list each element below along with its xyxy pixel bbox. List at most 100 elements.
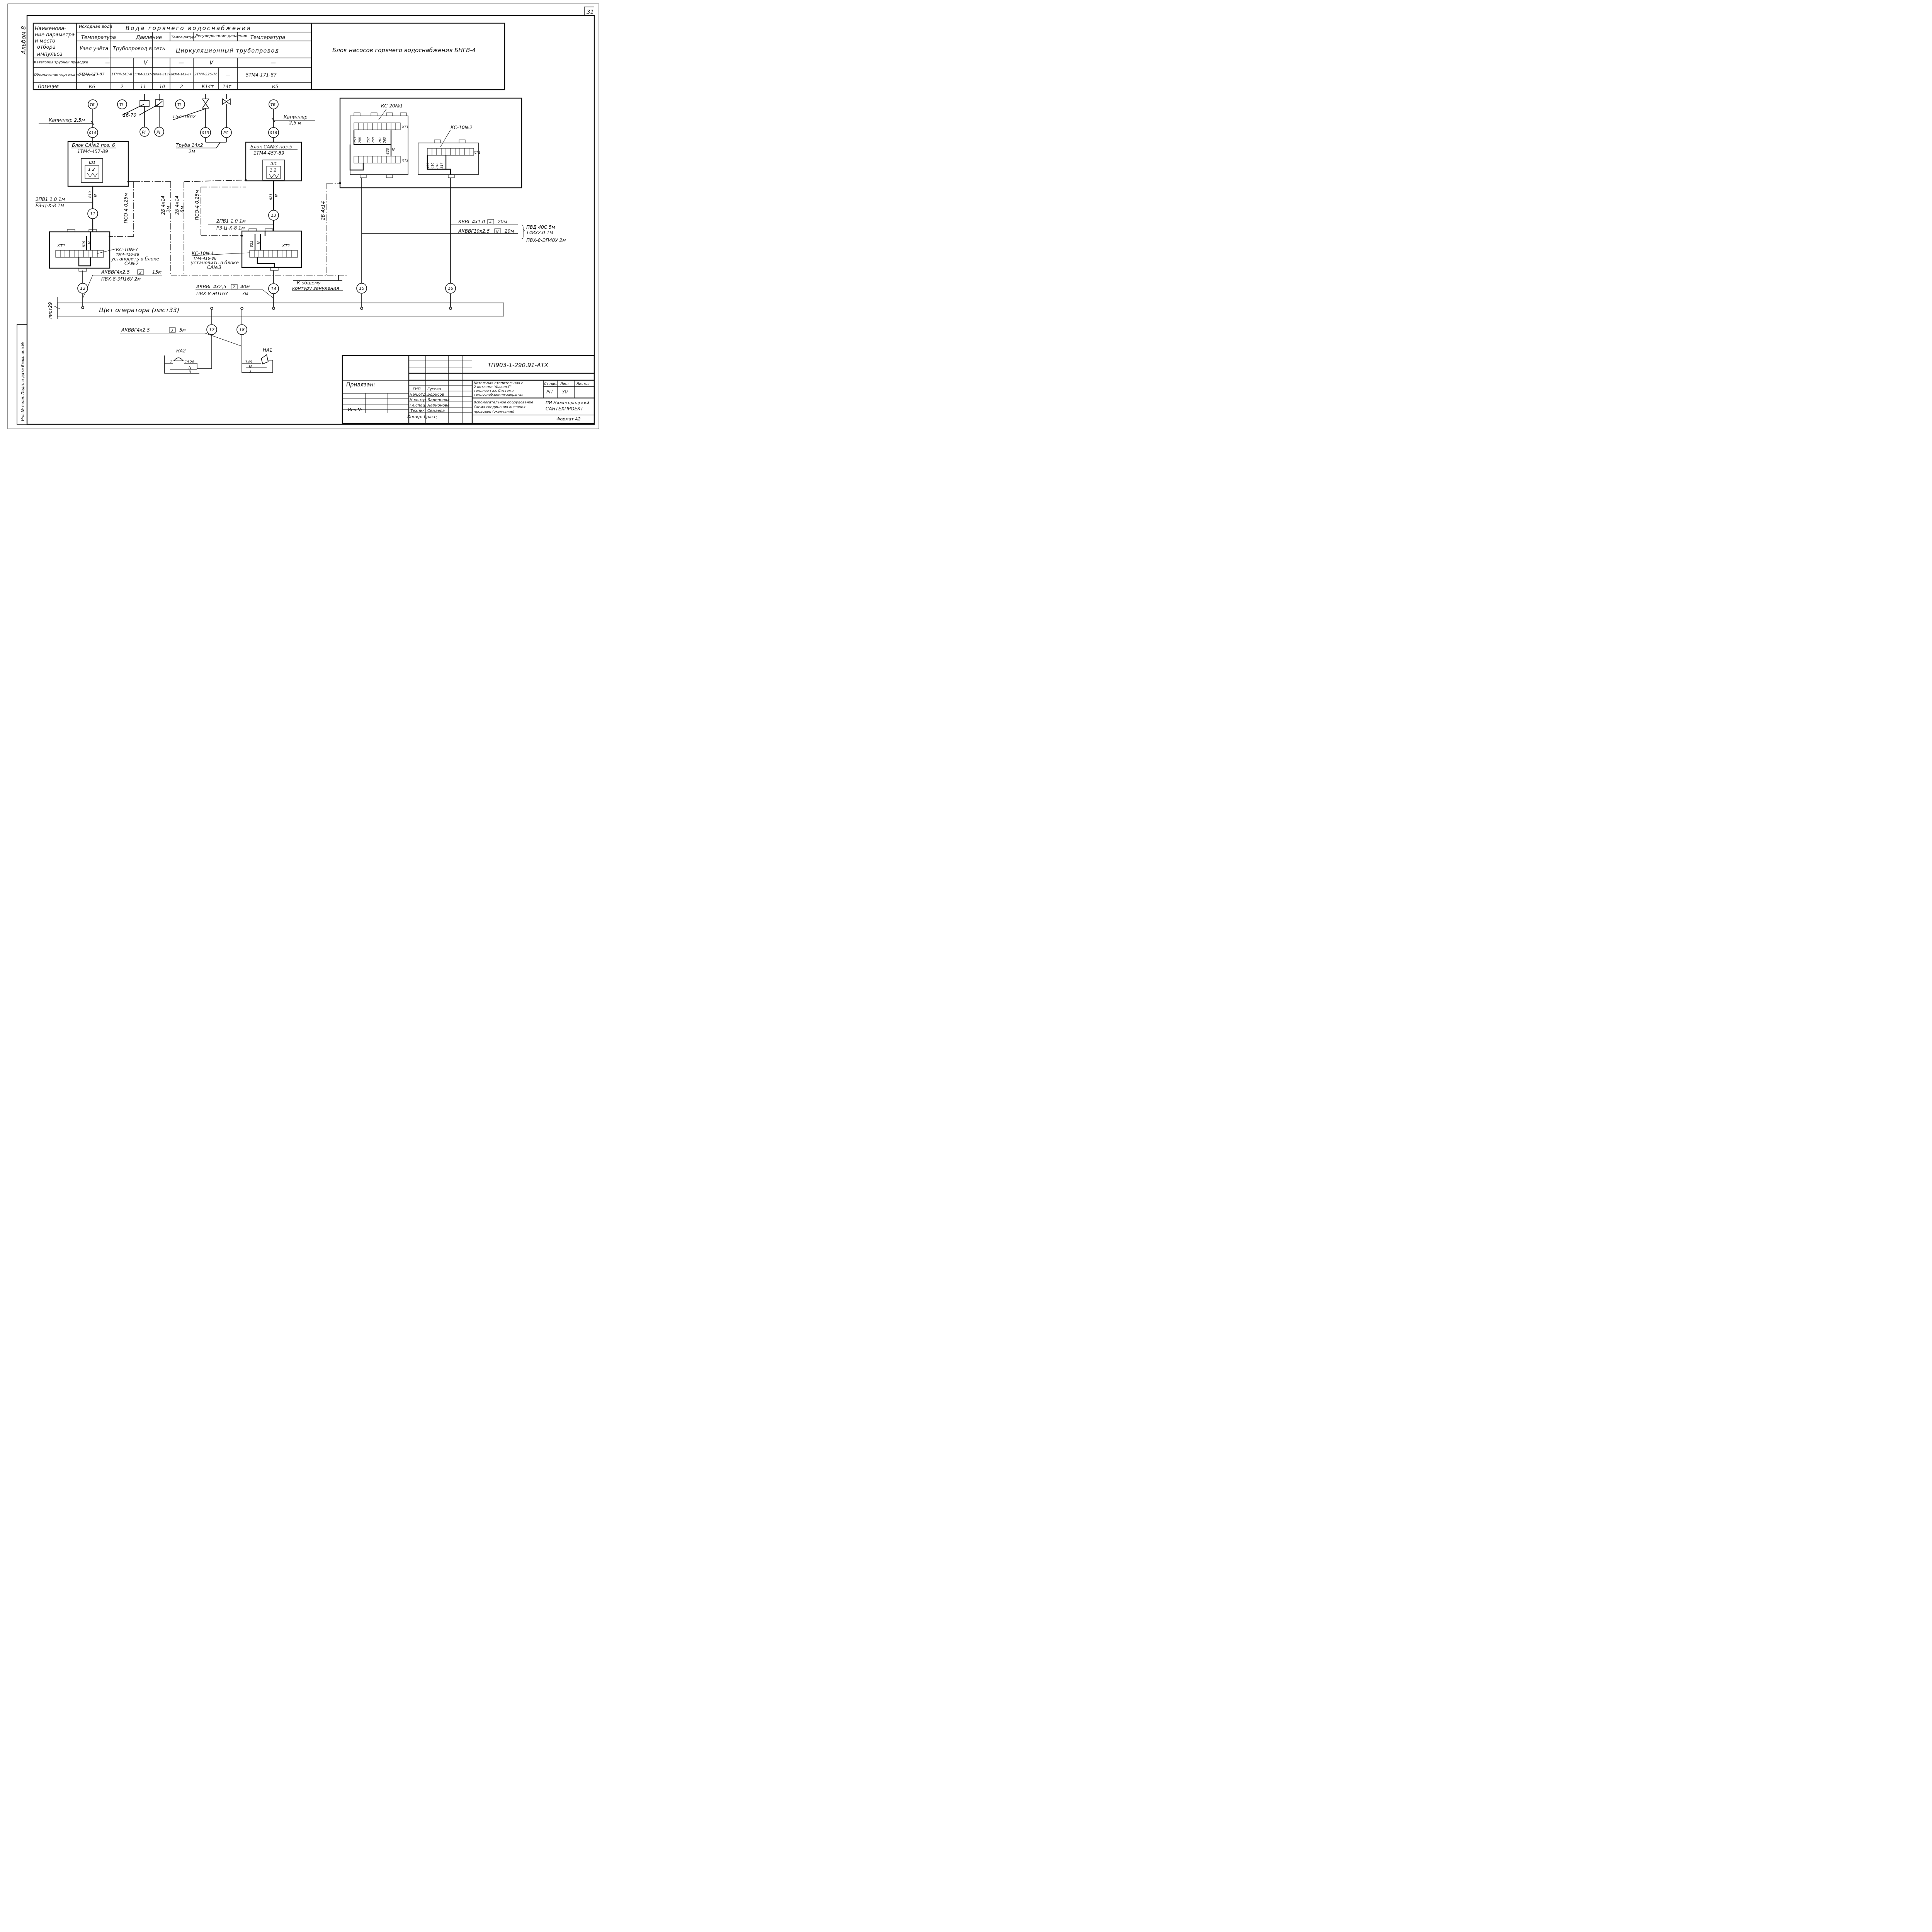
capillary-1: Капилляр 2,5м [49, 117, 85, 123]
te-2-label: TE [270, 103, 276, 107]
drawing-2: 1ТМ4-143-87 [111, 73, 134, 77]
drawing-4: 2ТК4-3137-70 [153, 73, 175, 76]
desc1-c: топливо-газ. Система [474, 389, 514, 393]
wire-755: 755 [358, 137, 362, 143]
ks-10-n3-box [49, 231, 111, 269]
wire-409: 409 [426, 163, 430, 168]
te-sensor-2 [269, 99, 279, 109]
cable-akvvg14-b: 40м [240, 284, 250, 289]
outer-border [7, 3, 599, 429]
inv-label: Инв.№ [348, 407, 362, 412]
node-013-label: 013 [202, 131, 209, 135]
cable-26-2a: 2Б 4х14 [174, 196, 180, 215]
cable-3-box [169, 327, 176, 333]
ti-gauge-2 [175, 99, 185, 109]
pos-3: 11 [140, 84, 146, 89]
cable-26-3: 2Б 4х14 [320, 201, 326, 220]
sheets-header: Листов [576, 382, 590, 386]
ks-10-n3-d: СА№2 [124, 261, 139, 266]
node-013 [200, 127, 211, 138]
node-17-label: 17 [209, 327, 214, 332]
wire-n5: N [392, 148, 395, 152]
transmitter-11 [139, 100, 150, 107]
drawing-6: 2ТМ4-226-76 [194, 73, 218, 77]
wire-821: 821 [269, 194, 273, 200]
bound-label: Привязан: [346, 382, 375, 388]
cable-2-box-b [231, 284, 238, 289]
org-b: САНТЕХПРОЕКТ [546, 406, 584, 412]
drawing-7: — [226, 72, 230, 78]
wire-n2: N [274, 194, 279, 197]
node-11-label: 11 [90, 211, 95, 216]
node-014-label: 014 [89, 131, 96, 135]
drawing-5: 1ТМ4-143-87 [171, 73, 192, 76]
terminal-strip-ks20-top [354, 122, 401, 130]
bell-icon [173, 357, 184, 361]
terminal-strip-ks10n2 [427, 148, 474, 156]
name-4: Ларионова [427, 403, 449, 408]
wire-817: 817 [440, 162, 444, 168]
category-label: Категория трубной проводки [34, 61, 88, 65]
terminal-strip-ks20-bottom [354, 156, 401, 163]
node-12-label: 12 [80, 286, 85, 291]
ha1-label: НА1 [263, 347, 272, 353]
pi-2-label: PI [156, 130, 160, 135]
cable-akvvg10-b: 20м [505, 228, 514, 234]
node-12 [77, 283, 88, 294]
cable-akvvg2-c: ПВХ-8-ЭП16У 2м [101, 276, 141, 282]
ground-b: контуру зануления [292, 286, 339, 291]
ha2-w528: 528 [187, 360, 194, 364]
side-stamp-text: Инв.№ подл. Подп. и дата Взам. инв.№ [21, 342, 25, 421]
cable-pvd-a: ПВД 40С 5м [526, 224, 555, 230]
node-15 [356, 283, 367, 294]
ks-10-n4-c: установить в блоке [190, 260, 239, 265]
ks-10-n2-label: КС-10№2 [451, 125, 473, 130]
terminal-strip-ks10n3 [55, 250, 104, 258]
horn-icon [261, 354, 269, 365]
valve-icon [202, 99, 209, 109]
position-label: Позиция [38, 84, 59, 89]
xt1-c: ХТ1 [401, 126, 408, 129]
ha1-wn: N [249, 365, 252, 369]
ti-1-label: TI [119, 103, 123, 107]
sa2-title: Блок СА№2 поз. 6 [72, 143, 115, 148]
cable-pso1: ПСО-4 0,25м [123, 193, 129, 223]
node-17 [206, 324, 217, 335]
cable-kvvg-b: 20м [498, 219, 507, 224]
pc-label: PC [223, 131, 228, 135]
schematic-sheet: 31 Альбом 8 Инв.№ подл. Подп. и дата Вза… [7, 3, 599, 429]
wire-820: 820 [386, 148, 390, 155]
pi-gauge-1 [139, 127, 150, 137]
transmitter-10 [155, 99, 163, 107]
hot-water-label: Вода горячего водоснабжения [126, 25, 252, 32]
pos-2: 2 [121, 84, 124, 89]
sh1-b-label: Ш1 [270, 162, 277, 166]
wire-757: 757 [367, 137, 370, 143]
control-valve-icon [222, 98, 231, 105]
pins-a: 1 2 [88, 167, 95, 172]
te-1-label: TE [90, 103, 95, 107]
cable-akvvg10-a: АКВВГ10х2,5 [458, 228, 490, 234]
cable-akvvg14-d: 7м [242, 291, 248, 296]
wire-821b: 821 [250, 241, 254, 247]
xt1-d: ХТ1 [473, 151, 480, 155]
ks-10-n4-box [241, 230, 302, 268]
cable-akvvg14-c: ПВХ-8-ЭП16У [196, 291, 228, 296]
wire-753: 753 [354, 137, 357, 143]
pins-b: 1 2 [270, 168, 277, 173]
pump-block-panel [339, 97, 522, 189]
cat-dash-2: — [179, 60, 184, 66]
pos-5: 2 [180, 84, 183, 89]
stage-value: РП [546, 389, 553, 395]
wire-n1: N [94, 194, 98, 197]
capillary-2b: 2,5 м [289, 120, 301, 126]
parameter-table [32, 22, 505, 90]
terminal-strip-ks10n4 [249, 250, 298, 258]
name-5: Семаева [427, 409, 445, 413]
pressure-reg-label: Регулирование давления [196, 34, 247, 38]
side-stamp [17, 324, 27, 425]
field-instrument-lines [49, 94, 315, 148]
xt1-b: ХТ1 [282, 243, 290, 248]
sh1-a-label: Ш1 [89, 161, 95, 165]
cable-4-box [487, 219, 494, 224]
